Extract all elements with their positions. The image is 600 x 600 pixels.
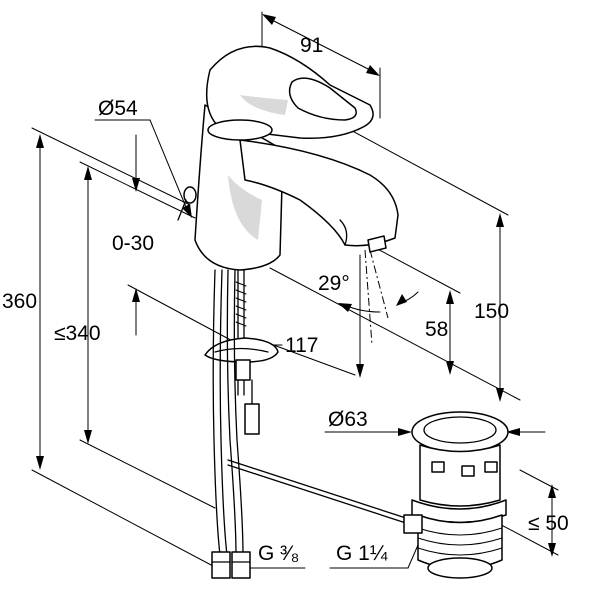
dim-dia63-label: Ø63 bbox=[328, 408, 368, 431]
thread-g38-label: G ³⁄₈ bbox=[258, 542, 299, 565]
waste-valve bbox=[403, 411, 509, 579]
mounting-hardware bbox=[204, 269, 413, 579]
thread-g114-label: G 1¼ bbox=[336, 542, 388, 565]
dim-117-label: 117 bbox=[285, 334, 318, 357]
dim-29-label: 29° bbox=[318, 272, 350, 295]
dim-360-label: 360 bbox=[2, 290, 37, 313]
dim-dia54-label: Ø54 bbox=[98, 97, 138, 120]
extension-lines bbox=[31, 11, 559, 576]
dim-340-label: ≤340 bbox=[54, 322, 101, 345]
dim-91-label: 91 bbox=[300, 34, 323, 57]
dim-0-30-label: 0-30 bbox=[112, 232, 154, 255]
dim-50-label: ≤ 50 bbox=[528, 512, 569, 535]
faucet-body bbox=[177, 45, 399, 271]
dim-58-label: 58 bbox=[425, 318, 448, 341]
dimension-labels: 91 Ø54 0-30 360 ≤340 29° 117 58 150 Ø63 … bbox=[2, 34, 569, 565]
dimension-lines bbox=[36, 14, 556, 569]
spout-angle-indicator bbox=[338, 249, 419, 346]
dim-150-label: 150 bbox=[474, 300, 509, 323]
